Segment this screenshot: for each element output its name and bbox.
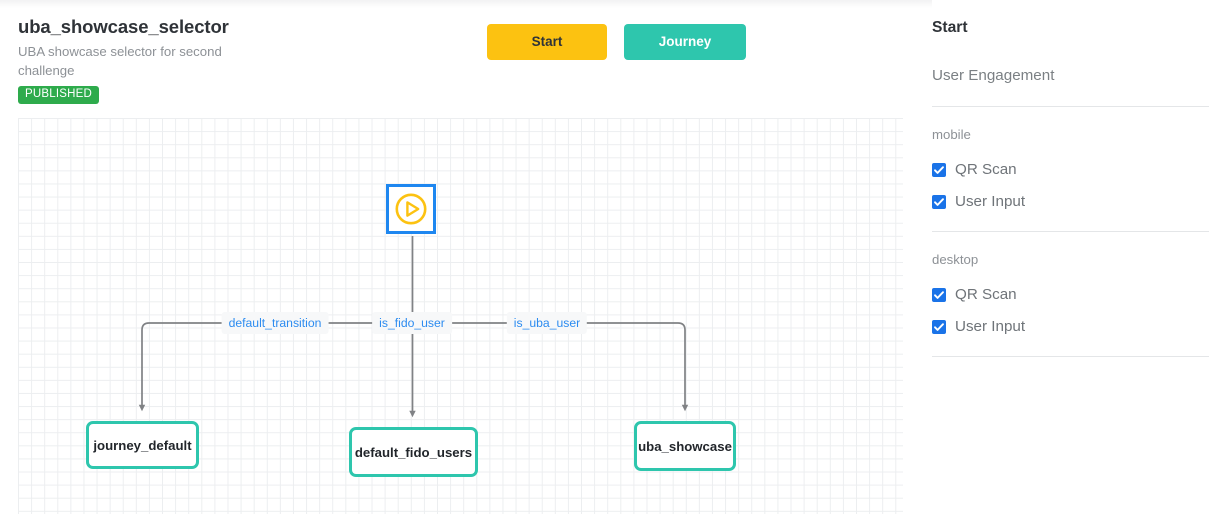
checkbox-checked-icon[interactable] [932,319,946,334]
sidebar-title: Start [932,19,968,36]
graph-edges [138,236,689,418]
workflow-header: uba_showcase_selector UBA showcase selec… [18,16,438,104]
checkbox-label: QR Scan [955,286,1017,303]
checkbox-label: QR Scan [955,161,1017,178]
checkbox-label: User Input [955,318,1026,335]
page-subtitle: UBA showcase selector for second challen… [18,44,222,78]
checkbox-row-mobile-user-input[interactable]: User Input [932,192,1217,211]
start-node[interactable] [386,184,436,234]
edge-label-default-transition[interactable]: default_transition [221,312,329,334]
journey-button[interactable]: Journey [624,24,746,60]
toolbar: Start Journey [487,24,746,60]
graph-canvas[interactable]: default_transition is_fido_user is_uba_u… [18,118,903,514]
status-badge: PUBLISHED [18,86,99,104]
play-circle-icon [395,193,427,225]
node-uba-showcase[interactable]: uba_showcase [634,421,736,471]
checkbox-label: User Input [955,193,1026,210]
checkbox-row-mobile-qr-scan[interactable]: QR Scan [932,160,1217,179]
checkbox-checked-icon[interactable] [932,194,946,209]
checkbox-row-desktop-qr-scan[interactable]: QR Scan [932,285,1217,304]
group-label-desktop: desktop [932,252,979,267]
edge-label-is-fido-user[interactable]: is_fido_user [372,312,452,334]
node-default-fido-users[interactable]: default_fido_users [349,427,478,477]
sidebar-divider-mobile [932,231,1209,232]
sidebar-divider-desktop [932,356,1209,357]
checkbox-row-desktop-user-input[interactable]: User Input [932,317,1217,336]
node-journey-default[interactable]: journey_default [86,421,199,469]
sidebar-subtitle: User Engagement [932,67,1055,84]
start-button[interactable]: Start [487,24,607,60]
sidebar-divider-top [932,106,1209,107]
edge-label-is-uba-user[interactable]: is_uba_user [506,312,588,334]
checkbox-checked-icon[interactable] [932,287,946,302]
properties-sidebar: Start User Engagement mobile QR Scan Use… [932,0,1217,514]
page-title: uba_showcase_selector [18,16,229,37]
checkbox-checked-icon[interactable] [932,162,946,177]
top-band [0,0,1217,8]
group-label-mobile: mobile [932,127,971,142]
